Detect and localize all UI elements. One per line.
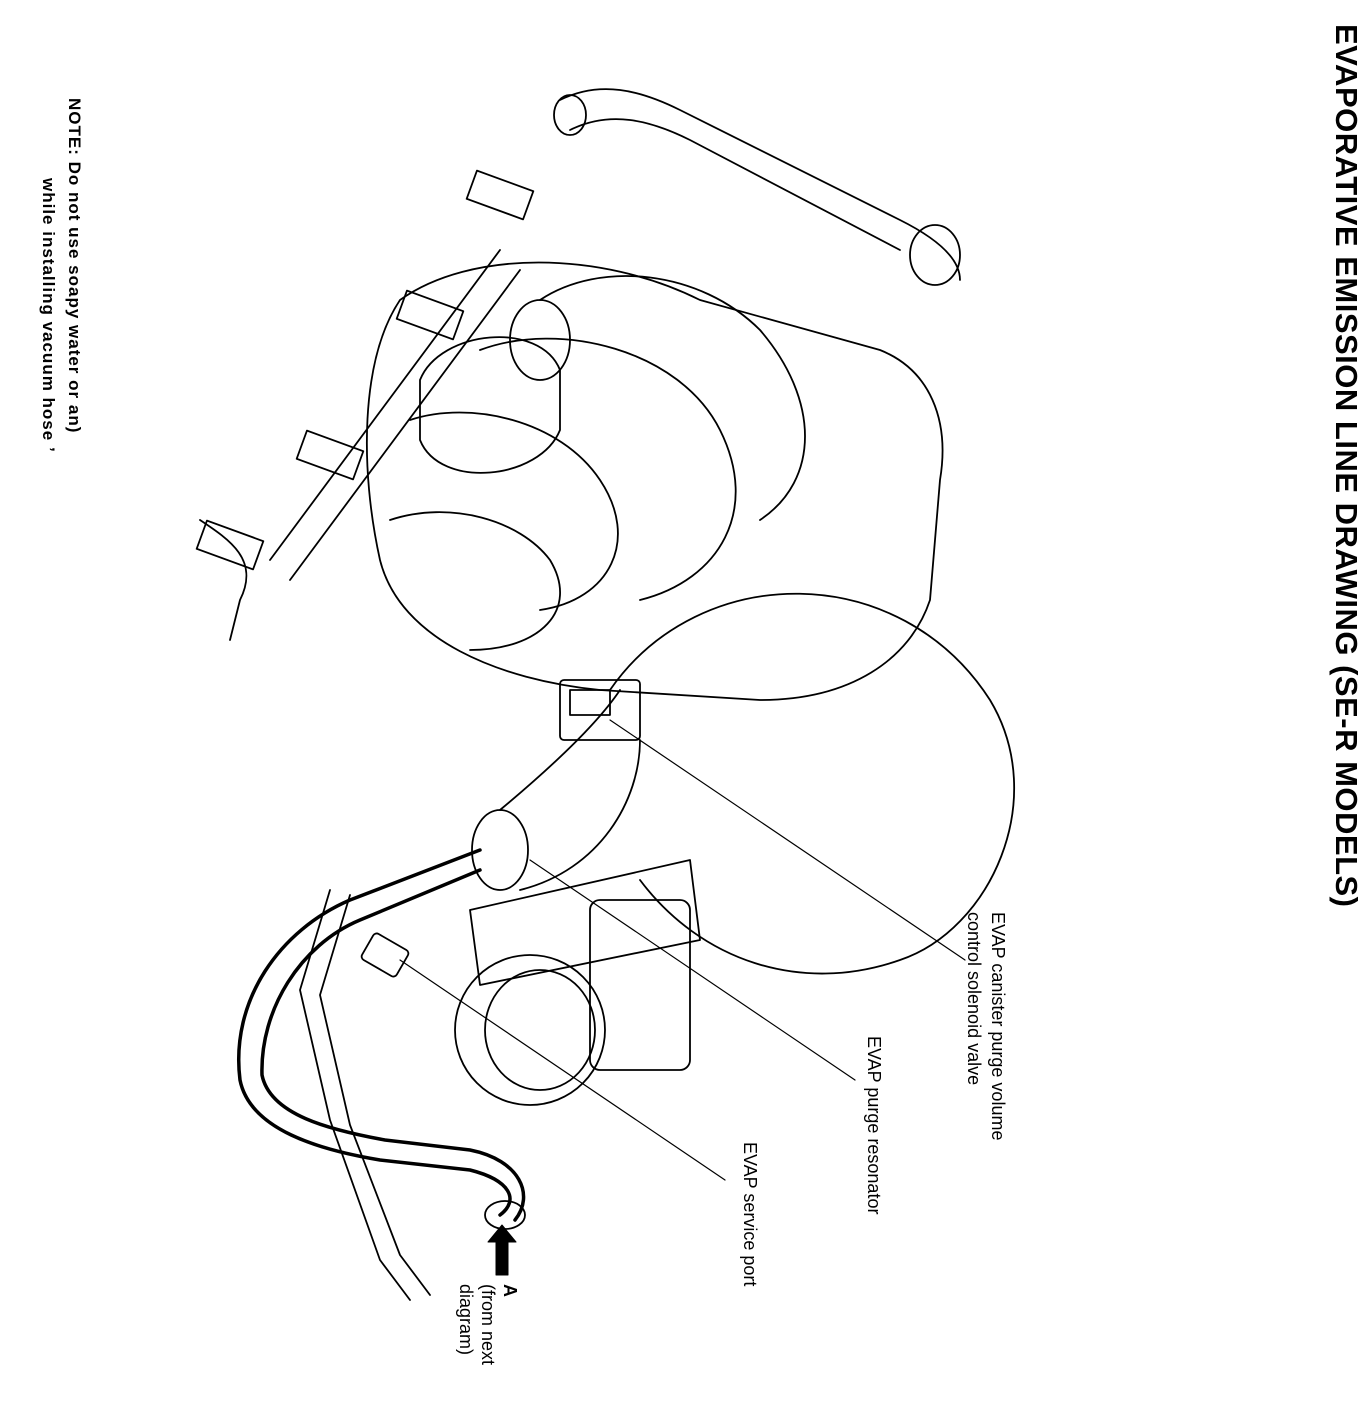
intake-runner (389, 511, 561, 651)
label-from-line1: (from next (478, 1284, 498, 1366)
label-from-line2: diagram) (456, 1284, 476, 1356)
injector (465, 169, 535, 221)
note-line-1: NOTE: Do not use soapy water or an) (65, 98, 84, 434)
intake-runner (409, 411, 619, 611)
main-evap-hose (237, 848, 512, 1217)
page-title: EVAPORATIVE EMISSION LINE DRAWING (SE-R … (1329, 24, 1364, 908)
injector (395, 289, 465, 341)
label-resonator: EVAP purge resonator (864, 1036, 884, 1215)
service-port (360, 932, 410, 978)
label-service-port: EVAP service port (740, 1142, 760, 1287)
purge-hose (519, 739, 641, 891)
throttle-body (454, 954, 606, 1106)
vacuum-hose-upper (569, 118, 901, 251)
throttle-motor (589, 899, 691, 1071)
hose-clamp (909, 224, 961, 286)
fuel-rail (269, 249, 521, 581)
hose-end (553, 94, 587, 136)
intake-runner (539, 275, 806, 521)
vacuum-hose-lower (319, 894, 431, 1296)
main-evap-hose (260, 868, 526, 1222)
label-purge-valve-line1: EVAP canister purge volume (988, 912, 1008, 1141)
purge-solenoid-valve (559, 679, 641, 741)
engine-outline (609, 592, 1015, 975)
vacuum-hose-lower (299, 889, 411, 1301)
throttle-flange (469, 859, 701, 986)
arrow-a (487, 1224, 517, 1276)
leader-service-port (399, 959, 726, 1181)
label-purge-valve-line2: control solenoid valve (964, 912, 984, 1086)
intake-runner (479, 337, 737, 601)
vacuum-hose-upper (559, 88, 961, 281)
label-from-letter: A (500, 1284, 520, 1297)
intake-manifold (365, 261, 944, 701)
note-line-2: while installing vacuum hose ’ (39, 178, 58, 453)
injector (195, 519, 265, 571)
throttle-bore (484, 969, 596, 1091)
injector (295, 429, 365, 481)
leader-purge-valve (609, 719, 966, 961)
purge-hose (499, 689, 621, 811)
leader-resonator (529, 859, 856, 1081)
canister-body (419, 336, 561, 474)
canister-cap (509, 299, 571, 381)
rail-bracket (199, 519, 248, 641)
